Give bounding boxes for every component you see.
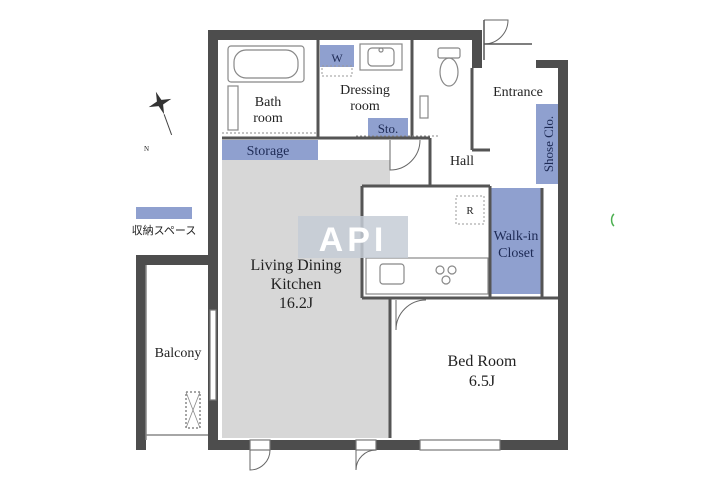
entrance-door — [483, 20, 532, 60]
legend-label: 収納スペース — [132, 224, 197, 237]
compass-north: N — [144, 145, 149, 153]
fridge-dotted — [455, 195, 485, 225]
sto-space — [368, 118, 408, 138]
ldk-floor — [222, 140, 390, 438]
dressing-room-label-1: Dressing — [340, 83, 390, 98]
toilet — [419, 47, 461, 119]
ldk-label-1: Living Dining — [250, 257, 341, 274]
storage-space — [222, 140, 318, 160]
legend-swatch — [136, 207, 192, 219]
storage-label: Storage — [247, 144, 290, 159]
walk-in-closet-space — [490, 188, 542, 294]
bath-room-label-1: Bath — [255, 95, 281, 110]
bath-room-label-2: room — [253, 111, 283, 126]
shoe-closet-label: Shose Clo. — [541, 116, 556, 172]
walls — [136, 30, 568, 450]
balcony-frame — [145, 265, 208, 440]
bedroom-label-2: 6.5J — [469, 373, 495, 390]
watermark: API — [298, 216, 408, 259]
sto-label: Sto. — [378, 121, 399, 136]
compass — [148, 91, 173, 136]
walk-in-closet-label-2: Closet — [498, 246, 534, 261]
walk-in-closet-label-1: Walk-in — [494, 229, 539, 244]
edge-mark — [610, 213, 615, 227]
bathtub — [227, 45, 305, 131]
kitchen-counter — [365, 257, 489, 295]
fridge-label: R — [466, 205, 474, 217]
shoe-closet-space — [536, 104, 558, 184]
washer-space — [320, 45, 354, 67]
bedroom-label-1: Bed Room — [448, 353, 517, 370]
entrance-label: Entrance — [493, 85, 543, 100]
sliding-door-dots — [222, 132, 440, 137]
windows — [209, 309, 501, 451]
washer-dotted — [321, 65, 353, 77]
doors — [249, 19, 509, 471]
ldk-label-3: 16.2J — [279, 295, 313, 312]
watermark-text: API — [319, 221, 388, 259]
balcony-hatch — [185, 391, 201, 429]
dressing-room-label-2: room — [350, 99, 380, 114]
balcony-label: Balcony — [155, 346, 202, 361]
ldk-label-2: Kitchen — [271, 276, 322, 293]
hall-label: Hall — [450, 154, 474, 169]
washer-label: W — [331, 51, 343, 65]
washbasin — [359, 43, 403, 71]
